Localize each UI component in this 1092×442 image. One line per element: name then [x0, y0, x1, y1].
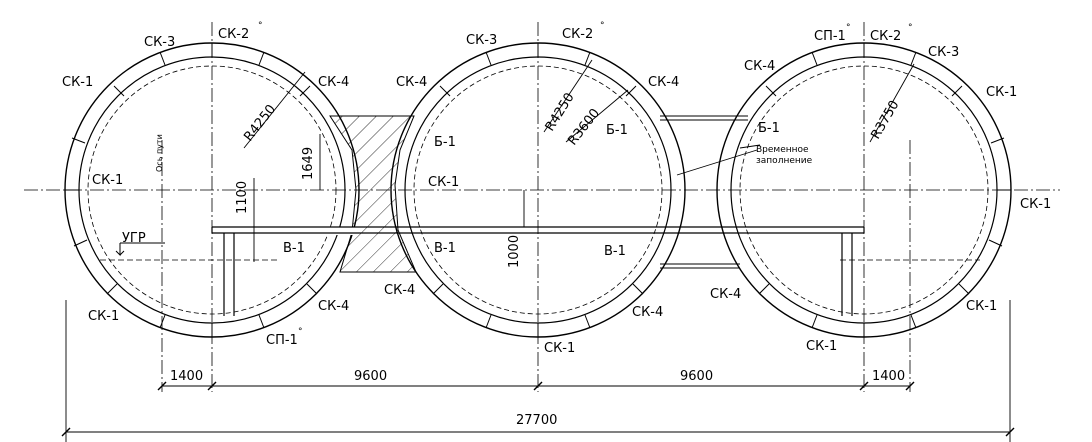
label-sk1-right-top: СК-1	[986, 85, 1017, 100]
label-sp1-left: СП-1	[266, 333, 298, 348]
dimension-labels: 1649 1100 1000 1400 9600 9600 1400 27700	[170, 147, 905, 428]
label-sk3-mid: СК-3	[466, 33, 497, 48]
label-sk3-left: СК-3	[144, 35, 175, 50]
label-sk4-mid-bottom-right: СК-4	[632, 305, 663, 320]
deg-mark: °	[908, 23, 913, 33]
label-sk1-left-top: СК-1	[62, 75, 93, 90]
label-sk1-right-bottom2: СК-1	[806, 339, 837, 354]
label-sk1-right-mid: СК-1	[1020, 197, 1051, 212]
label-sk1-mid: СК-1	[428, 175, 459, 190]
dim-27700: 27700	[516, 413, 557, 428]
label-sk2-mid: СК-2	[562, 27, 593, 42]
dim-1400-right: 1400	[872, 369, 905, 384]
dim-1400-left: 1400	[170, 369, 203, 384]
ugr-level-line	[100, 242, 980, 261]
dimension-lines	[61, 134, 1015, 442]
segment-labels: СК-3 СК-2 ° СК-1 СК-4 СК-1 СК-1 СК-4 СП-…	[62, 21, 1051, 356]
label-b1-right: Б-1	[758, 121, 780, 136]
dim-1100: 1100	[235, 181, 250, 214]
deg-mark: °	[258, 21, 263, 31]
label-sk1-left-bottom: СК-1	[88, 309, 119, 324]
dim-9600-right: 9600	[680, 369, 713, 384]
label-sk4-mid-bottom-left: СК-4	[384, 283, 415, 298]
label-sk2-right: СК-2	[870, 29, 901, 44]
label-r3600: R3600	[565, 106, 603, 148]
label-sk1-left-mid: СК-1	[92, 173, 123, 188]
label-b1-mid-right: Б-1	[606, 123, 628, 138]
label-v1-mid-right: В-1	[604, 244, 626, 259]
label-r4250-mid: R4250	[543, 90, 578, 134]
label-sk1-right-bottom: СК-1	[966, 299, 997, 314]
label-r3750: R3750	[868, 98, 902, 142]
deg-mark: °	[600, 21, 605, 31]
label-v1-mid-left: В-1	[434, 241, 456, 256]
deg-mark: °	[846, 23, 851, 33]
label-v1-left: В-1	[283, 241, 305, 256]
passage-right	[660, 115, 748, 269]
label-sk4-left-bottom: СК-4	[318, 299, 349, 314]
label-sk4-mid-right: СК-4	[648, 75, 679, 90]
dim-9600-left: 9600	[354, 369, 387, 384]
label-ugr: УГР	[122, 231, 146, 246]
dim-1000: 1000	[507, 235, 522, 268]
deg-mark: °	[298, 327, 303, 337]
dim-1649: 1649	[301, 147, 316, 180]
label-axis: Ось пути	[155, 134, 164, 172]
radius-leaders	[243, 59, 915, 176]
label-b1-mid-left: Б-1	[434, 135, 456, 150]
label-temp-fill-2: заполнение	[756, 156, 813, 166]
label-sk2-left: СК-2	[218, 27, 249, 42]
label-sk4-right-top: СК-4	[744, 59, 775, 74]
label-sk4-right-bottom: СК-4	[710, 287, 741, 302]
label-sk1-mid-bottom: СК-1	[544, 341, 575, 356]
label-sp1-right: СП-1	[814, 29, 846, 44]
label-r4250-left: R4250	[241, 102, 279, 144]
centerlines	[24, 22, 1060, 392]
label-sk3-right: СК-3	[928, 45, 959, 60]
label-temp-fill-1: Временное	[756, 145, 809, 155]
label-sk4-left-top: СК-4	[318, 75, 349, 90]
label-sk4-mid-left: СК-4	[396, 75, 427, 90]
